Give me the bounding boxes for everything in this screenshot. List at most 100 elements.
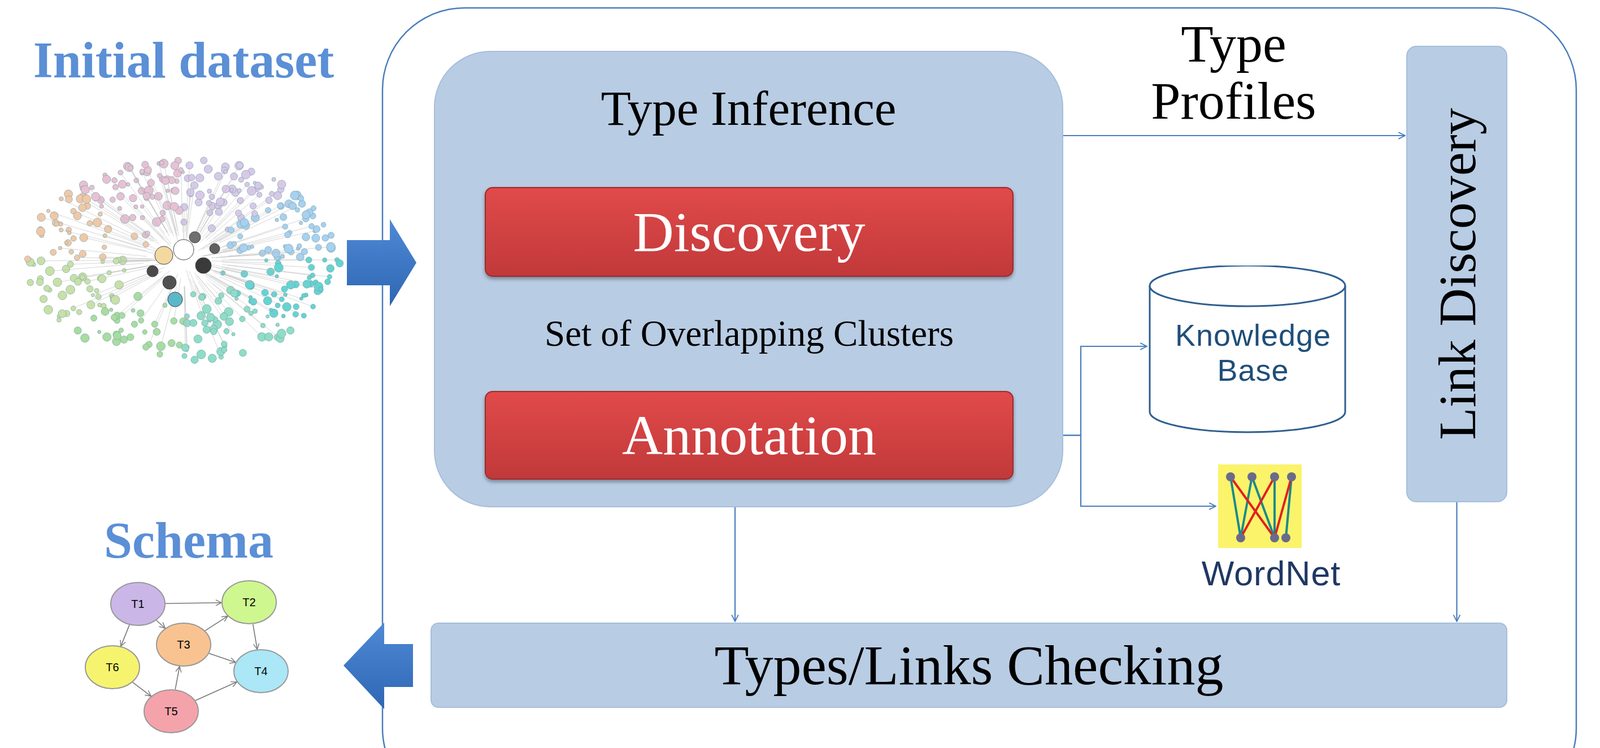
graph-edge [129,167,168,233]
graph-edge [215,251,291,258]
graph-edge [95,196,158,241]
graph-dot [64,239,72,247]
graph-dot [58,290,67,300]
dataset-graph-illustration [24,157,343,364]
graph-edge [80,198,153,242]
connector-arrow [734,507,736,622]
graph-edge [141,171,171,234]
graph-dot [149,194,155,200]
graph-dot [190,355,199,364]
graph-dot [282,223,289,230]
graph-dot [44,285,51,292]
graph-dot [221,167,229,175]
graph-dot [190,181,199,189]
graph-dot [95,293,102,300]
graph-edge [194,289,221,358]
graph-dot [111,314,118,321]
graph-edge [209,210,269,245]
graph-dot [181,344,189,352]
graph-dot [251,210,258,217]
graph-dot [277,202,284,209]
graph-dot [336,259,344,268]
section-heading: Initial dataset [25,32,342,88]
graph-dot [269,307,273,312]
graph-dot [231,241,237,246]
graph-dot [97,329,102,334]
graph-dot [195,174,204,183]
output-block-arrow [343,622,413,710]
wordnet-icon [1218,464,1302,549]
graph-dot [263,296,272,306]
graph-dot [298,220,303,225]
graph-edge [209,200,269,242]
graph-edge [205,185,258,238]
graph-dot [275,323,280,327]
graph-dot [74,326,82,334]
database-cylinder: Knowledge Base [1148,265,1359,434]
graph-hub [209,243,220,254]
graph-edge [198,281,234,334]
connector-arrow [209,653,236,663]
graph-dot [320,222,326,228]
graph-dot [124,163,134,172]
section-heading: Schema [70,512,308,568]
graph-edge [73,274,151,309]
graph-edge [218,198,301,242]
graph-edge [122,276,165,316]
graph-dot [185,161,194,169]
graph-hub [195,257,212,274]
graph-dot [239,316,246,323]
graph-edge [90,273,156,306]
graph-dot [129,194,137,202]
graph-edge [212,283,281,339]
connector-arrow [253,624,258,650]
graph-dot [40,295,48,303]
graph-edge [85,189,155,239]
graph-dot [24,255,31,263]
graph-dot [214,172,223,181]
graph-dot [310,303,316,310]
graph-dot [203,164,213,174]
graph-dot [286,326,294,334]
graph-edge [219,271,302,299]
graph-dot [318,287,324,292]
graph-dot [86,285,94,293]
graph-edge [197,275,229,312]
box-label: Annotation [622,405,877,465]
graph-edge [222,226,312,251]
graph-dot [112,331,121,340]
box-label: Link Discovery [1430,107,1484,440]
graph-dot [114,280,124,290]
graph-edge [130,168,168,233]
graph-dot [118,180,126,189]
graph-dot [125,182,130,187]
graph-edge [82,264,154,277]
graph-edge [187,185,195,238]
type-name: T1 [131,598,145,610]
graph-dot [79,274,85,280]
graph-hub [173,239,194,260]
graph-dot [181,353,188,359]
graph-edge [184,286,186,349]
graph-dot [261,289,269,297]
connector-arrow [165,602,222,604]
box-label: Discovery [633,202,866,262]
graph-edge [180,170,183,234]
graph-dot [250,244,254,249]
schema-type-node: T3 [155,622,212,668]
graph-dot [254,181,262,189]
graph-dot [140,204,144,208]
graph-hub [146,265,159,277]
type-name: T2 [242,596,256,608]
edge-label: Type Profiles [1115,15,1353,130]
graph-hub [154,246,173,265]
graph-dot [228,227,235,234]
graph-dot [275,274,279,278]
graph-dot [170,202,179,211]
graph-edge [202,184,248,238]
graph-dot [277,328,287,338]
graph-dot [68,249,74,255]
graph-dot [120,335,128,343]
graph-dot [281,285,288,293]
graph-dot [58,222,63,227]
